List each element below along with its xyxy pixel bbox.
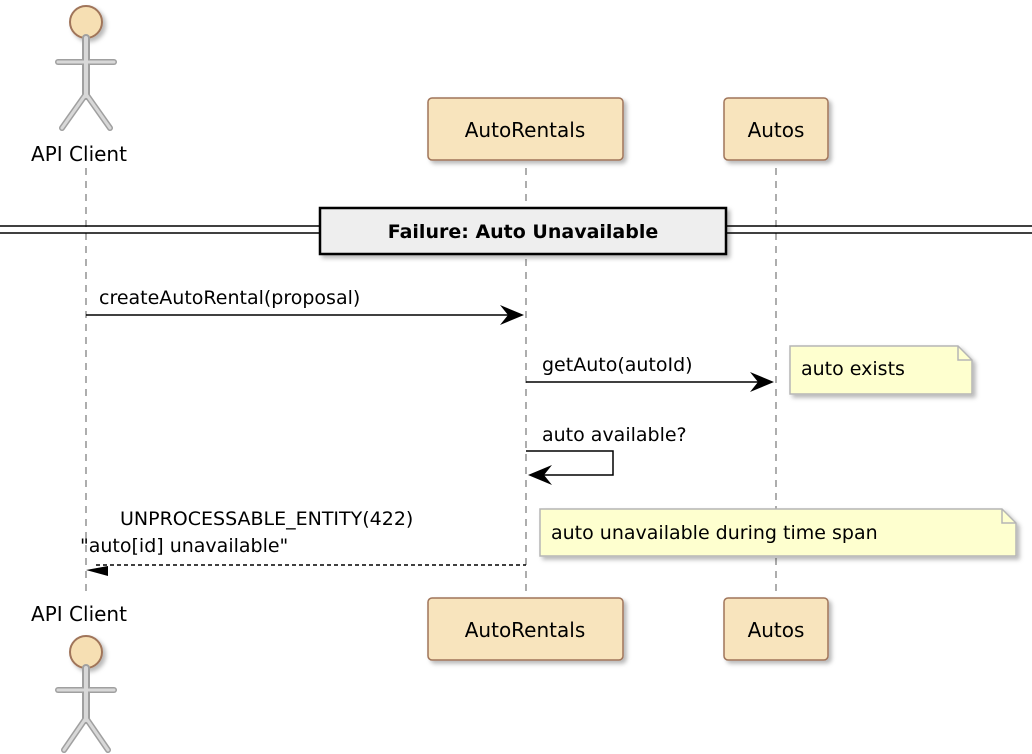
message-create-auto-rental: createAutoRental(proposal): [86, 287, 524, 325]
participant-autos-bottom: Autos: [723, 597, 829, 661]
note-auto-unavailable: auto unavailable during time span: [539, 508, 1017, 557]
participant-label: Autos: [748, 618, 805, 642]
actor-api-client-top: API Client: [31, 5, 127, 166]
arrowhead-icon: [528, 465, 552, 485]
arrowhead-icon: [500, 305, 524, 325]
participant-autorentals-top: AutoRentals: [427, 97, 624, 161]
message-label-line-1: UNPROCESSABLE_ENTITY(422): [120, 508, 413, 530]
participant-label: AutoRentals: [465, 118, 586, 142]
message-label: getAuto(autoId): [542, 354, 693, 376]
participant-autorentals-bottom: AutoRentals: [427, 597, 624, 661]
note-auto-exists: auto exists: [789, 345, 973, 395]
message-label: createAutoRental(proposal): [99, 287, 360, 309]
divider-failure: Failure: Auto Unavailable: [0, 206, 1032, 256]
divider-label: Failure: Auto Unavailable: [388, 221, 659, 243]
message-return-unprocessable: UNPROCESSABLE_ENTITY(422) "auto[id] unav…: [80, 508, 526, 576]
note-text: auto unavailable during time span: [551, 522, 878, 544]
actor-figure-icon: [55, 635, 117, 753]
actor-api-client-bottom: API Client: [31, 602, 127, 753]
message-get-auto: getAuto(autoId): [526, 354, 774, 392]
actor-label-bottom: API Client: [31, 602, 127, 626]
actor-figure-icon: [55, 5, 117, 131]
message-auto-available: auto available?: [526, 424, 687, 485]
participant-label: Autos: [748, 118, 805, 142]
arrowhead-icon: [86, 566, 108, 576]
note-text: auto exists: [801, 358, 905, 380]
participant-autos-top: Autos: [723, 97, 829, 161]
message-label: auto available?: [542, 424, 687, 446]
actor-label-top: API Client: [31, 142, 127, 166]
arrowhead-icon: [750, 372, 774, 392]
message-label-line-2: "auto[id] unavailable": [80, 535, 288, 557]
participant-label: AutoRentals: [465, 618, 586, 642]
